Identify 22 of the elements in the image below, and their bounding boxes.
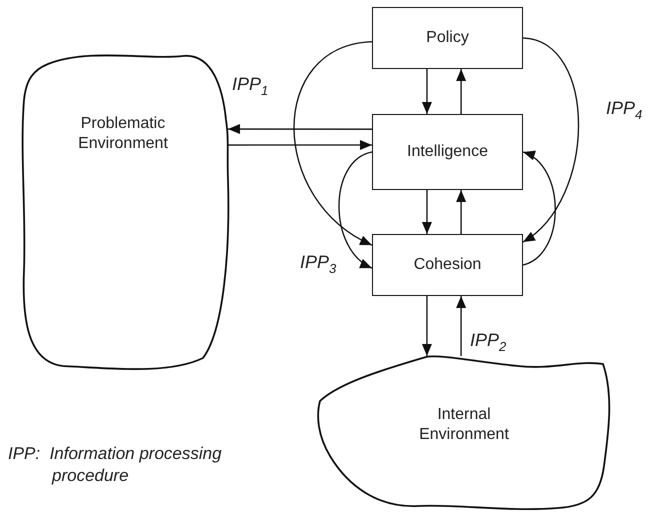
process-box: Policy <box>372 7 523 69</box>
flow-label: IPP$_{1}$ <box>232 74 268 96</box>
process-box: Intelligence <box>372 114 523 190</box>
arrow <box>228 124 372 134</box>
arrow <box>456 190 466 234</box>
flow-label: IPP$_{3}$ <box>300 252 336 274</box>
arrow <box>422 296 432 356</box>
flow-label: IPP$_{4}$ <box>606 98 642 120</box>
arrow <box>522 37 580 243</box>
node-label: Problematic Environment <box>77 114 169 154</box>
arrow <box>293 41 372 246</box>
arrow <box>422 69 432 114</box>
node-label: Internal Environment <box>418 405 510 445</box>
flow-label: IPP$_{2}$ <box>470 330 506 352</box>
arrow <box>338 151 372 269</box>
arrow <box>456 296 466 356</box>
arrow <box>456 69 466 114</box>
arrow <box>522 151 556 266</box>
arrow <box>228 140 372 150</box>
arrow <box>422 190 432 234</box>
note-text: IPP: Information processing procedure <box>8 443 223 488</box>
process-box: Cohesion <box>372 234 523 296</box>
